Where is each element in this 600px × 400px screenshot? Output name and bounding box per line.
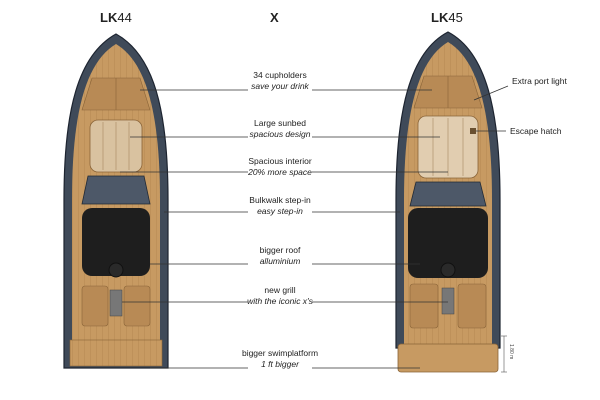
- aft-seat-right-lk44: [123, 285, 151, 327]
- feature-subtitle: spacious design: [249, 129, 311, 139]
- feature-subtitle: 20% more space: [248, 167, 312, 177]
- swimplatform-lk44: [69, 339, 163, 367]
- windshield-lk45: [409, 181, 487, 207]
- feature-subtitle: with the iconic x's: [247, 296, 313, 306]
- helm-wheel-lk45: [440, 262, 456, 278]
- grill-lk44: [109, 289, 123, 317]
- feature-cupholders: 34 cupholders save your drink: [200, 70, 360, 92]
- label-escape-hatch: Escape hatch: [510, 126, 562, 136]
- swimplatform-lk45: [397, 343, 499, 373]
- leaders-right: [312, 85, 509, 369]
- grill-lk45: [441, 287, 455, 315]
- feature-subtitle: 1 ft bigger: [261, 359, 299, 369]
- aft-seat-left-lk44: [81, 285, 109, 327]
- feature-title: Spacious interior: [248, 156, 312, 166]
- feature-bulkwalk: Bulkwalk step-in easy step-in: [200, 195, 360, 217]
- boat-title-right: LK45: [431, 10, 463, 25]
- feature-roof: bigger roof alluminium: [200, 245, 360, 267]
- feature-title: bigger swimplatform: [241, 348, 319, 358]
- dimension-label: 1.80 m: [508, 344, 514, 360]
- escape-hatch: [470, 128, 476, 134]
- model-prefix-right: LK: [431, 10, 449, 25]
- roof-lk44: [82, 208, 150, 276]
- model-number-right: 45: [448, 10, 463, 25]
- versus-mark: X: [270, 10, 279, 25]
- feature-interior: Spacious interior 20% more space: [200, 156, 360, 178]
- feature-title: bigger roof: [259, 245, 301, 255]
- aft-seat-right-lk45: [457, 283, 487, 329]
- feature-subtitle: save your drink: [251, 81, 309, 91]
- feature-swimplatform: bigger swimplatform 1 ft bigger: [200, 348, 360, 370]
- feature-title: Bulkwalk step-in: [249, 195, 311, 205]
- feature-title: Large sunbed: [254, 118, 306, 128]
- feature-grill: new grill with the iconic x's: [200, 285, 360, 307]
- model-prefix-left: LK: [100, 10, 118, 25]
- feature-subtitle: easy step-in: [257, 206, 303, 216]
- boat-lk45: [395, 31, 501, 373]
- aft-seat-left-lk45: [409, 283, 439, 329]
- helm-wheel-lk44: [108, 262, 124, 278]
- feature-title: 34 cupholders: [253, 70, 307, 80]
- feature-subtitle: alluminium: [259, 256, 301, 266]
- leaders-left: [120, 89, 248, 369]
- label-port-light: Extra port light: [512, 76, 567, 86]
- dimension-bracket: [501, 335, 507, 373]
- boat-lk44: [63, 33, 169, 369]
- feature-sunbed: Large sunbed spacious design: [200, 118, 360, 140]
- roof-lk45: [408, 208, 488, 278]
- boat-title-left: LK44: [100, 10, 132, 25]
- windshield-lk44: [81, 175, 151, 205]
- model-number-left: 44: [117, 10, 132, 25]
- feature-title: new grill: [264, 285, 296, 295]
